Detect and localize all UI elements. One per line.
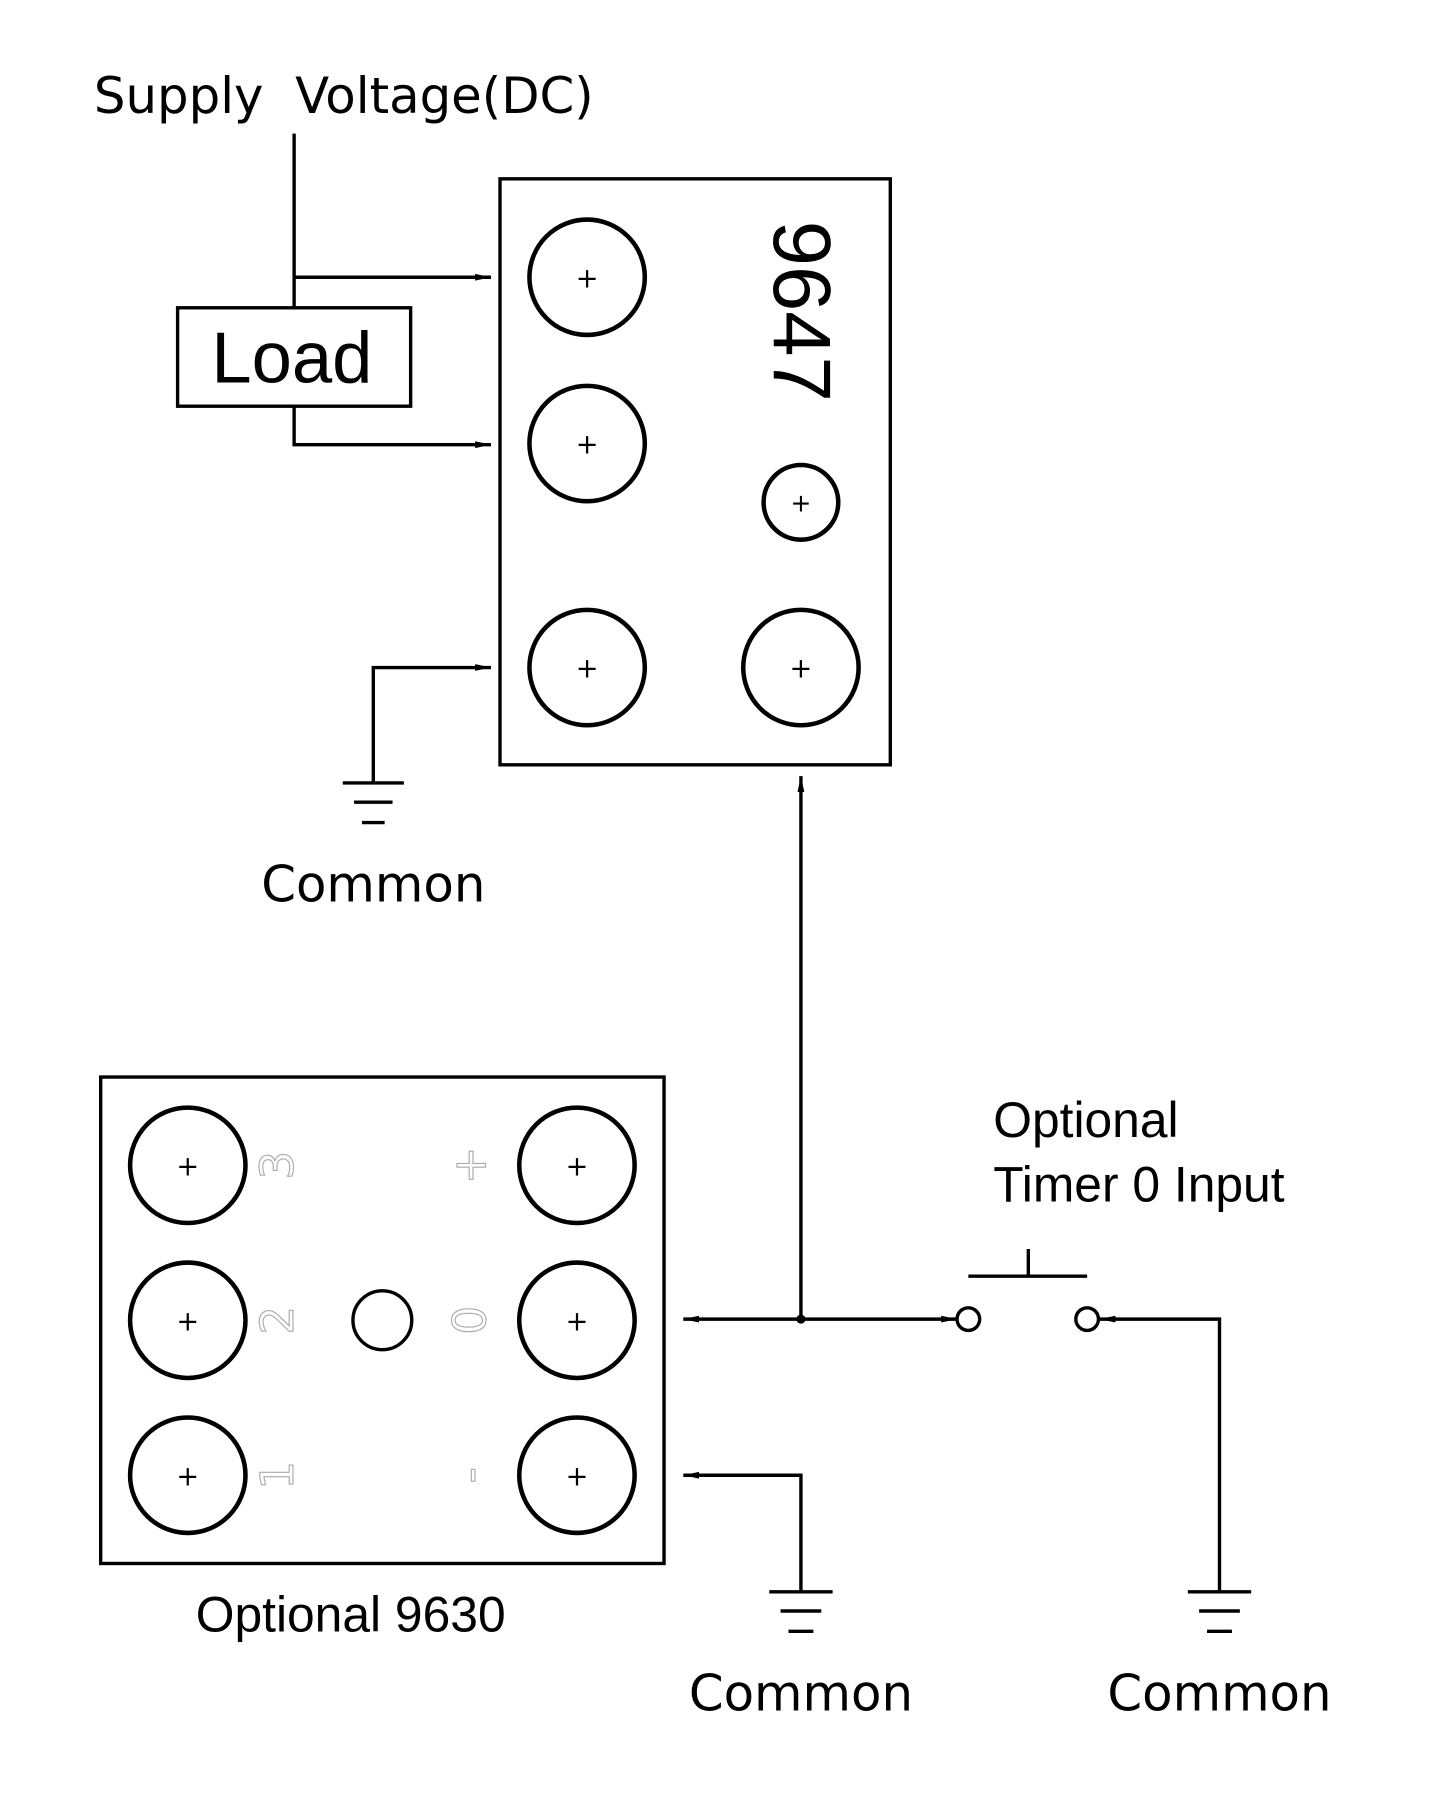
terminal: + — [516, 1260, 637, 1381]
common-wire-1 — [371, 664, 491, 783]
pin-label-3: 3 — [251, 1151, 304, 1180]
terminal: + — [527, 217, 648, 338]
common-wire-3 — [1099, 1315, 1222, 1592]
load-label: Load — [211, 317, 372, 398]
center-hole — [351, 1289, 414, 1352]
optional-9630-label: Optional 9630 — [196, 1586, 506, 1642]
ground-icon — [342, 781, 404, 825]
common-wire-2 — [683, 1471, 803, 1592]
pin-label-plus: + — [443, 1146, 496, 1184]
module-9630: + + + + + + 3 2 1 + 0 - — [98, 1075, 666, 1566]
svg-text:+: + — [566, 1306, 589, 1337]
pin-label-2: 2 — [251, 1306, 304, 1335]
svg-text:+: + — [790, 654, 813, 685]
module-9647: + + + + + 9647 — [498, 177, 892, 767]
pin-label-0: 0 — [443, 1306, 496, 1335]
module-9647-label: 9647 — [756, 221, 847, 402]
svg-text:+: + — [176, 1461, 199, 1492]
terminal: + — [527, 383, 648, 504]
svg-text:+: + — [576, 430, 599, 461]
pin-label-minus: - — [443, 1467, 496, 1483]
terminal: + — [740, 607, 861, 728]
svg-text:+: + — [576, 654, 599, 685]
supply-voltage-label: Supply Voltage(DC) — [94, 67, 594, 125]
pin-label-1: 1 — [251, 1461, 304, 1490]
terminal: + — [127, 1260, 248, 1381]
terminal: + — [516, 1105, 637, 1226]
pushbutton-switch-icon — [955, 1248, 1101, 1333]
ground-icon — [1187, 1590, 1252, 1634]
terminal: + — [127, 1415, 248, 1536]
common-label-2: Common — [689, 1665, 913, 1723]
common-label-1: Common — [261, 856, 485, 914]
terminal: + — [527, 607, 648, 728]
svg-text:+: + — [176, 1151, 199, 1182]
small-terminal: + — [761, 462, 841, 542]
svg-text:+: + — [791, 488, 812, 517]
svg-text:+: + — [566, 1151, 589, 1182]
svg-text:+: + — [566, 1461, 589, 1492]
junction-dot — [796, 1314, 806, 1324]
timer-label-line1: Optional — [993, 1092, 1178, 1148]
terminal: + — [516, 1415, 637, 1536]
load-to-pin-wire — [292, 406, 491, 449]
svg-text:+: + — [176, 1306, 199, 1337]
terminal: + — [127, 1105, 248, 1226]
common-label-3: Common — [1107, 1665, 1331, 1723]
svg-text:+: + — [576, 263, 599, 294]
ground-icon — [769, 1590, 833, 1634]
timer-label-line2: Timer 0 Input — [993, 1156, 1285, 1212]
